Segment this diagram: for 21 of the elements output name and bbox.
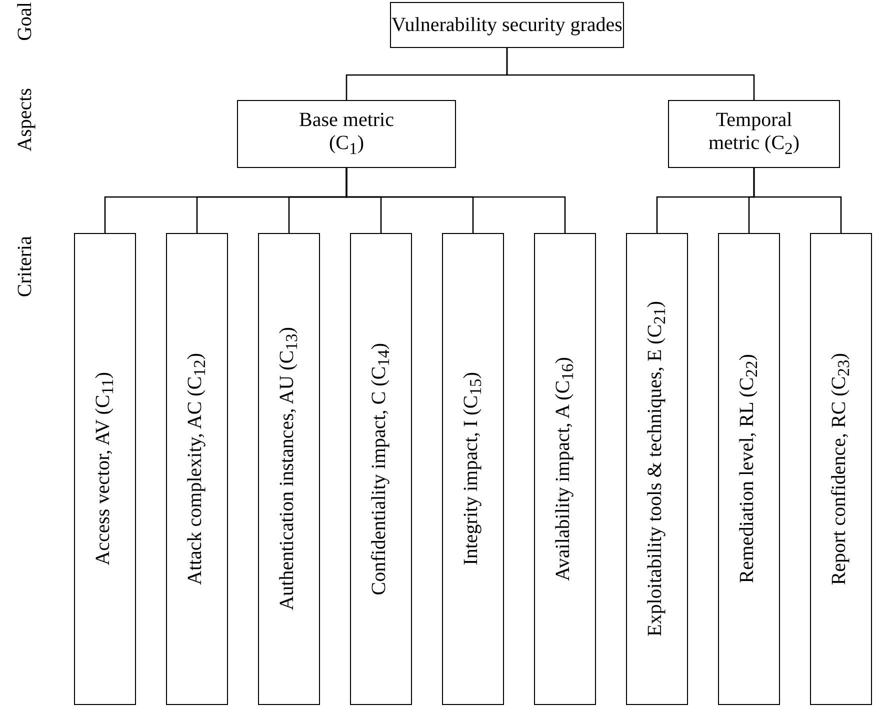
criterion-box	[74, 233, 136, 705]
connector-line	[506, 48, 755, 100]
level-label: Aspects	[14, 88, 37, 152]
connector-line	[753, 168, 842, 233]
node-text: Base metric (C$_{1}$)	[298, 109, 395, 159]
criterion-box	[534, 233, 596, 705]
criterion-box	[626, 233, 688, 705]
node-text: Vulnerability security grades	[392, 14, 622, 36]
level-label: Goal	[14, 2, 37, 41]
criterion-box	[166, 233, 228, 705]
node-text: Temporal metric (C$_{2}$)	[707, 109, 801, 159]
criterion-box	[350, 233, 412, 705]
criterion-box	[258, 233, 320, 705]
criterion-box	[442, 233, 504, 705]
goal-box	[390, 2, 624, 48]
criterion-box	[810, 233, 872, 705]
criterion-box	[718, 233, 780, 705]
level-label: Criteria	[14, 236, 37, 298]
aspect-box	[237, 100, 456, 168]
connector-line	[346, 168, 566, 233]
aspect-box	[668, 100, 840, 168]
